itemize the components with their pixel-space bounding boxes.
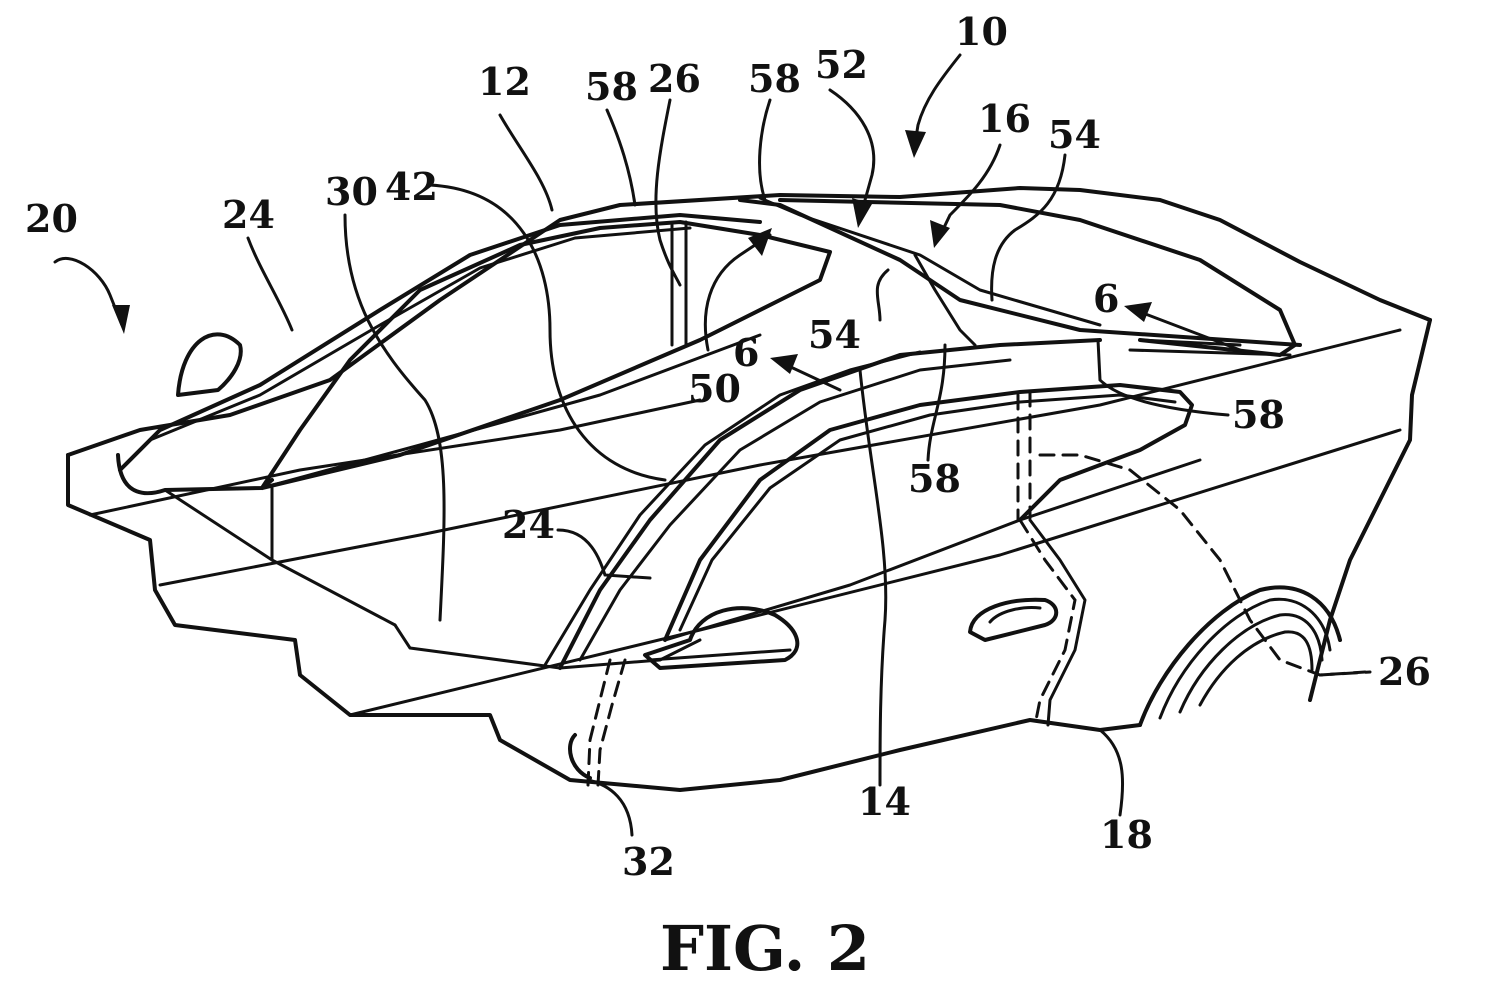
leader-lines — [53, 53, 1372, 837]
near-roof-rail — [558, 338, 1102, 670]
rear-end — [1308, 318, 1432, 702]
leader-20 — [53, 256, 124, 327]
ref-58-top: 58 — [585, 64, 638, 109]
leader-52 — [828, 88, 876, 220]
leader-54b — [875, 268, 890, 322]
far-roof-rail-inner — [148, 226, 692, 442]
ref-26-top: 26 — [648, 56, 701, 101]
ref-16: 16 — [978, 96, 1031, 141]
leader-58b — [758, 98, 772, 202]
near-beltline — [663, 458, 1202, 642]
door-handle-inner — [988, 606, 1042, 624]
rear-wheel-arch-1 — [1158, 597, 1332, 720]
hood-front-edge — [66, 186, 1432, 457]
arrowhead-52 — [852, 198, 872, 228]
ref-10: 10 — [955, 9, 1008, 54]
rear-glass-line — [1128, 348, 1292, 357]
near-window-frame — [663, 383, 1194, 642]
ref-52: 52 — [815, 42, 868, 87]
ref-58-middle: 58 — [908, 456, 961, 501]
near-a-pillar — [543, 350, 922, 667]
rear-wheel-arch-2 — [1178, 613, 1324, 714]
leader-26b — [1318, 670, 1372, 677]
ref-6-left: 6 — [733, 330, 759, 375]
vehicle-body — [66, 186, 1432, 792]
reference-numerals: 10 12 58 26 58 52 16 54 20 24 30 42 6 54… — [25, 9, 1431, 884]
ref-24-middle: 24 — [502, 502, 555, 547]
sill-line — [348, 428, 1402, 717]
arrowhead-16 — [930, 220, 950, 248]
leader-6b — [1133, 308, 1242, 352]
near-window-frame-inner — [678, 393, 1177, 632]
leader-58a — [605, 108, 637, 207]
rear-door-edge — [1028, 518, 1087, 727]
arrowhead-6a — [770, 354, 798, 374]
near-roof-rail-inner — [578, 358, 1012, 662]
ref-6-right: 6 — [1093, 276, 1119, 321]
far-front-lamp — [116, 453, 274, 496]
ref-26-right: 26 — [1378, 649, 1431, 694]
leader-58d — [1096, 338, 1230, 417]
leader-30 — [343, 213, 446, 622]
ref-20: 20 — [25, 196, 78, 241]
rear-wheel-arch-outer — [1138, 585, 1342, 727]
leader-12 — [498, 113, 554, 212]
leader-42 — [428, 183, 667, 482]
far-roof-rail — [118, 213, 762, 472]
leader-58c — [926, 343, 947, 462]
ref-12: 12 — [478, 59, 531, 104]
leader-24b — [556, 528, 652, 580]
rear-wheel-arch-3 — [1198, 630, 1314, 707]
body-crease-upper — [88, 398, 702, 517]
leader-24a — [246, 236, 294, 332]
rear-structure-dashed — [1038, 453, 1367, 677]
front-door-edge-dashed-2 — [596, 658, 627, 787]
leader-14 — [858, 368, 888, 787]
arrowhead-50 — [748, 228, 772, 256]
ref-18: 18 — [1100, 812, 1153, 857]
arrowhead-6b — [1124, 302, 1152, 322]
ref-58-right: 58 — [1232, 392, 1285, 437]
ref-14: 14 — [858, 779, 911, 824]
front-lower — [66, 453, 1142, 792]
leader-10 — [912, 53, 962, 152]
far-side-greenhouse — [116, 213, 832, 670]
ref-32: 32 — [622, 839, 675, 884]
leader-18 — [1098, 728, 1125, 817]
leader-32 — [586, 778, 634, 837]
far-beltline — [260, 333, 762, 490]
roof-opening-inner — [758, 196, 1102, 327]
near-mirror — [643, 606, 800, 670]
far-lower-line-2 — [163, 488, 397, 627]
arrowhead-10 — [905, 130, 926, 158]
body-crease-lower — [158, 328, 1402, 587]
near-side-greenhouse — [543, 338, 1367, 787]
front-fender-lamp — [568, 733, 592, 780]
roof-crossbar — [913, 253, 977, 347]
leader-26a — [654, 98, 682, 287]
ref-42: 42 — [385, 164, 438, 209]
roof-assembly — [738, 196, 1302, 357]
ref-30: 30 — [325, 169, 378, 214]
front-door-edge-dashed — [586, 658, 612, 787]
ref-58-second: 58 — [748, 56, 801, 101]
figure-caption: FIG. 2 — [660, 912, 870, 985]
ref-50: 50 — [688, 366, 741, 411]
leader-50 — [703, 233, 772, 352]
arrowhead-20 — [112, 305, 130, 334]
near-mirror-base — [648, 648, 792, 662]
leader-54a — [990, 153, 1067, 302]
ref-24-left: 24 — [222, 192, 275, 237]
far-mirror — [176, 332, 243, 397]
leader-16 — [936, 143, 1002, 242]
door-handle — [968, 597, 1059, 642]
ref-54-right: 54 — [1048, 112, 1101, 157]
rear-door-edge-dashed — [1018, 518, 1077, 727]
ref-54-middle: 54 — [808, 312, 861, 357]
